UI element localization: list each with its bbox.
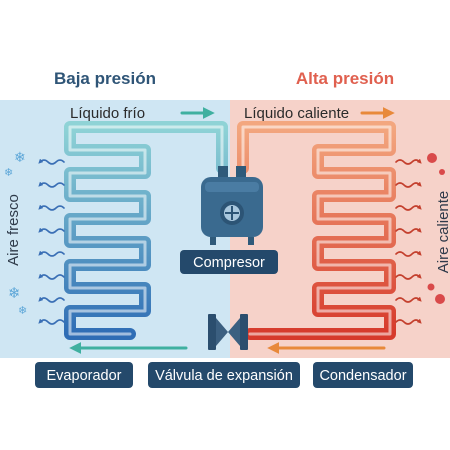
wavy-air-icon [395,158,422,165]
wavy-air-icon [38,318,65,325]
condenser-label: Condensador [319,368,406,384]
wavy-air-icon [395,181,422,188]
cold-air-waves [38,158,65,325]
expansion-valve-icon [208,314,248,350]
wavy-air-icon [38,158,65,165]
compressor-label: Compresor [193,255,265,271]
snowflake-icon: ❄ [8,284,21,302]
snowflake-icon: ❄ [18,304,27,317]
condenser-pill [313,362,413,388]
wavy-air-icon [38,250,65,257]
wavy-air-icon [38,204,65,211]
low-pressure-title: Baja presión [54,69,156,88]
wavy-air-icon [38,296,65,303]
wavy-air-icon [395,204,422,211]
compressor-icon [201,166,263,245]
evaporator-coil [64,121,228,340]
heat-dot-icon [427,283,435,291]
low-pressure-panel [0,100,230,358]
hot-air-label: Aire caliente [435,191,450,274]
heat-dot-icon [439,169,445,175]
snowflake-icon: ❄ [14,150,26,166]
expansion-valve-label: Válvula de expansión [155,368,293,384]
hot-liquid-label: Líquido caliente [244,105,349,122]
fresh-air-label: Aire fresco [5,194,22,266]
snowflake-icon: ❄ [4,166,13,179]
hot-air-waves [395,158,422,325]
high-pressure-title: Alta presión [296,69,394,88]
evaporator-label: Evaporador [47,368,122,384]
wavy-air-icon [38,181,65,188]
wavy-air-icon [395,318,422,325]
heat-dot-icon [435,294,445,304]
wavy-air-icon [395,250,422,257]
wavy-air-icon [395,227,422,234]
compressor-pill [180,250,278,274]
wavy-air-icon [38,227,65,234]
evaporator-pill [35,362,133,388]
wavy-air-icon [38,273,65,280]
wavy-air-icon [395,273,422,280]
heat-dot-icon [427,153,437,163]
wavy-air-icon [395,296,422,303]
cold-liquid-label: Líquido frío [70,105,145,122]
condenser-coil [237,121,396,340]
expansion-valve-pill [148,362,300,388]
